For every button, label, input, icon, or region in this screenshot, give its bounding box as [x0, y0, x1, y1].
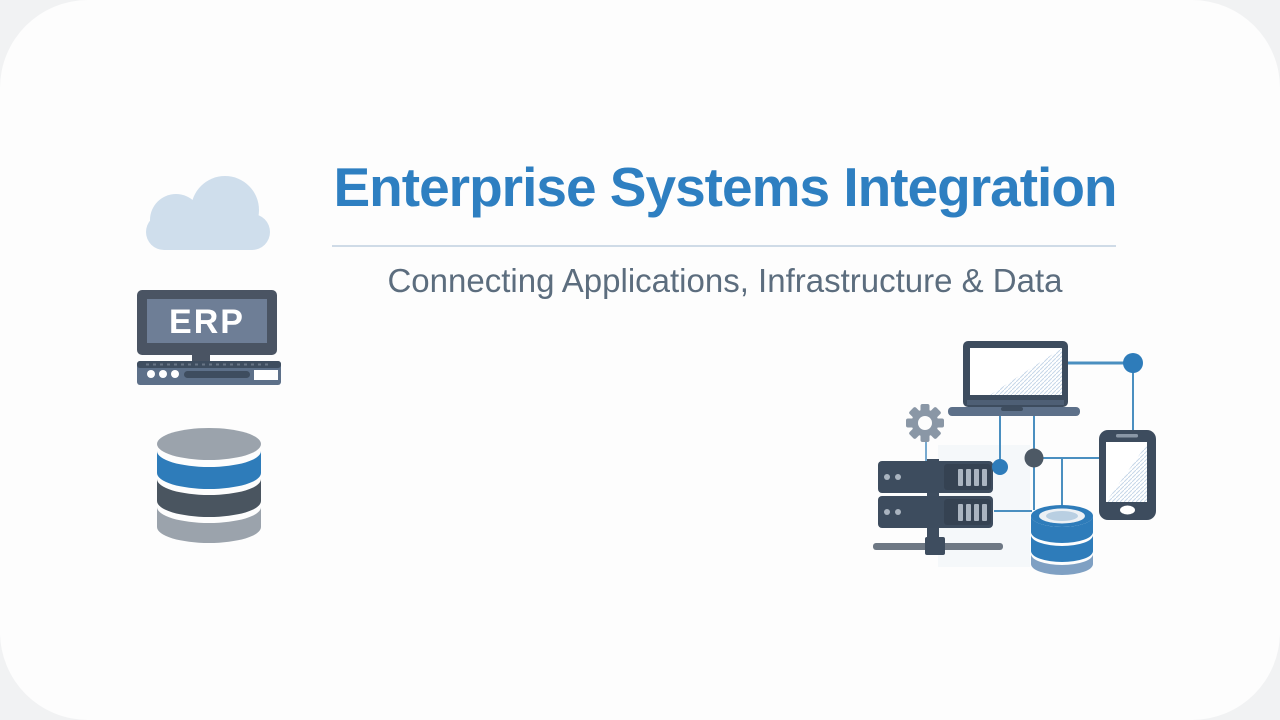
- erp-computer-icon: ERP: [137, 290, 281, 385]
- erp-monitor-screen: [147, 299, 267, 343]
- db-layer-middle: [157, 479, 261, 517]
- erp-monitor-stand: [192, 355, 210, 362]
- cloud-icon: [146, 176, 270, 250]
- server-unit: [878, 496, 993, 528]
- laptop-base: [948, 407, 1080, 416]
- gear-icon: [906, 404, 944, 442]
- server-unit: [878, 461, 993, 493]
- erp-led: [147, 370, 155, 378]
- database-icon: [157, 428, 261, 543]
- page-subtitle: Connecting Applications, Infrastructure …: [387, 262, 1063, 299]
- laptop-icon: [948, 341, 1080, 416]
- connector-lines: [925, 361, 1134, 512]
- phone-speaker: [1116, 434, 1138, 438]
- smartphone-icon: [1099, 430, 1156, 520]
- erp-drive-slot: [184, 371, 250, 378]
- phone-home-button: [1120, 505, 1135, 515]
- erp-led: [159, 370, 167, 378]
- db-small-layer-bottom: [1031, 554, 1093, 575]
- erp-led: [171, 370, 179, 378]
- laptop-trackpad-notch: [1001, 407, 1023, 411]
- page-title: Enterprise Systems Integration: [333, 156, 1117, 218]
- db-layer-top: [157, 451, 261, 489]
- network-node-gray: [1024, 448, 1044, 468]
- database-small-icon: [1031, 505, 1093, 575]
- erp-drive-tray: [254, 370, 278, 380]
- title-divider: [332, 245, 1116, 247]
- db-layer-bottom: [157, 507, 261, 543]
- server-rack-icon: [873, 459, 1003, 555]
- server-base-joint: [925, 537, 945, 555]
- network-node-top: [1123, 353, 1143, 373]
- db-small-layer-middle: [1031, 535, 1093, 562]
- db-top-face: [157, 428, 261, 460]
- erp-label: ERP: [169, 303, 245, 341]
- network-node-blue: [992, 459, 1008, 475]
- integration-illustration: [873, 341, 1156, 575]
- db-small-layer-top: [1031, 516, 1093, 543]
